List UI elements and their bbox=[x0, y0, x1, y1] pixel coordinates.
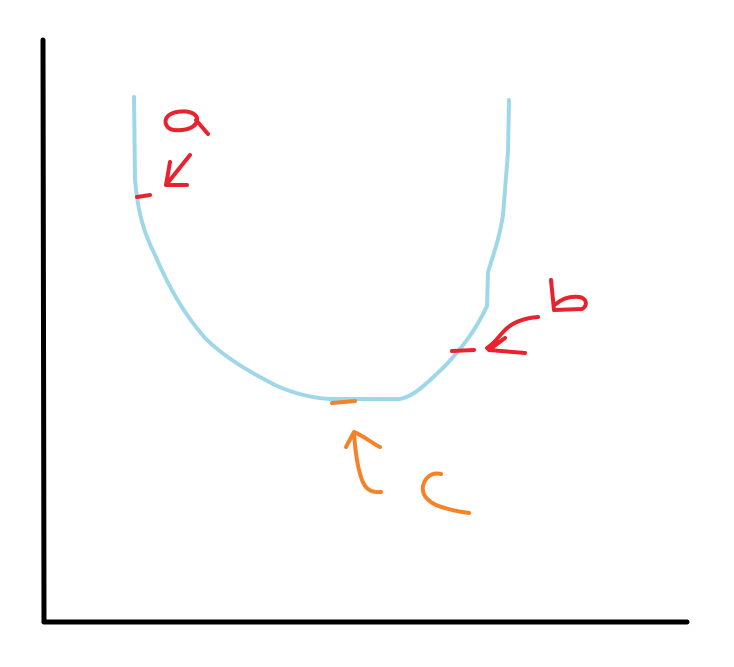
axes bbox=[40, 37, 690, 625]
u-curve bbox=[132, 95, 511, 401]
point-c-marker: c bbox=[330, 399, 471, 515]
point-a-arrow-icon bbox=[164, 153, 192, 187]
point-c-tick bbox=[330, 399, 357, 405]
point-a-letter-drawing bbox=[163, 109, 210, 136]
label-a: a bbox=[182, 97, 204, 138]
point-b-letter-drawing bbox=[549, 278, 588, 312]
point-a-tick bbox=[135, 193, 152, 199]
point-a-marker: a bbox=[135, 97, 210, 199]
point-c-letter-drawing bbox=[420, 471, 471, 515]
y-axis bbox=[40, 37, 47, 625]
label-b: b bbox=[567, 276, 590, 317]
point-b-marker: b bbox=[450, 276, 590, 355]
point-b-arrow-icon bbox=[485, 315, 540, 355]
point-b-tick bbox=[450, 348, 476, 353]
point-c-arrow-icon bbox=[344, 430, 383, 495]
label-c: c bbox=[445, 473, 465, 514]
